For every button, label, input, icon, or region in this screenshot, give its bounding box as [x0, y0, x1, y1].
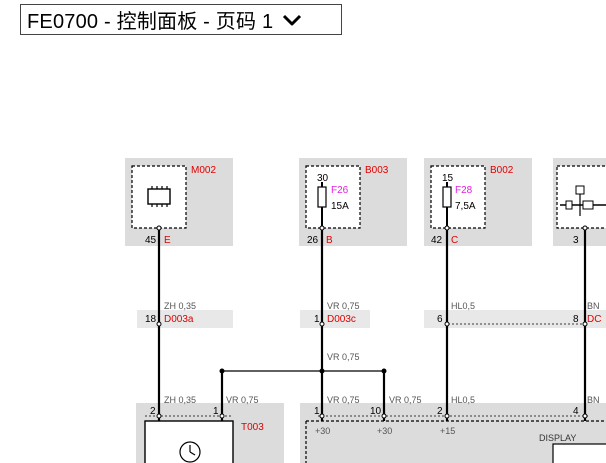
- pin-t003-a: 2: [150, 406, 156, 417]
- pin-terminals: [156, 225, 588, 419]
- pin-display-2: 2: [437, 406, 443, 417]
- connector-dc: DC: [587, 314, 601, 325]
- terminal-label-1: +30: [315, 426, 330, 436]
- page-title: FE0700 - 控制面板 - 页码 1: [27, 11, 274, 33]
- splice-points: [219, 368, 387, 374]
- relay-icon: [560, 185, 606, 216]
- wire-label-splice-mid: VR 0,75: [327, 352, 360, 362]
- connector-d003c: D003c: [327, 314, 356, 325]
- connector-strip-hl-dc: [424, 310, 606, 328]
- pin-b003: 26: [307, 235, 319, 246]
- fuse-name-b002: F28: [455, 185, 473, 196]
- component-id-b003: B003: [365, 165, 389, 176]
- wire-label-partial-upper: BN: [587, 301, 600, 311]
- terminal-label-3: +15: [440, 426, 455, 436]
- pin-dc: 8: [573, 314, 579, 325]
- chip-icon: [147, 186, 171, 207]
- wire-label-b002-upper: HL0,5: [451, 301, 475, 311]
- wire-label-t003-feed: VR 0,75: [226, 395, 259, 405]
- pin-d003a: 18: [145, 314, 157, 325]
- connector-strip-d003c: [300, 310, 370, 328]
- wire-label-m002-upper: ZH 0,35: [164, 301, 196, 311]
- fuse-rating-b003: 15A: [331, 201, 349, 212]
- fuse-icon: [317, 182, 327, 228]
- pin-partial: 3: [573, 235, 579, 246]
- connector-b002: C: [451, 235, 458, 246]
- wire-label-b003-upper: VR 0,75: [327, 301, 360, 311]
- wire-label-partial-lower: BN: [587, 395, 600, 405]
- pin-t003-b: 1: [213, 406, 219, 417]
- wire-label-b002-lower: HL0,5: [451, 395, 475, 405]
- display-box: [552, 443, 606, 463]
- fuse-icon: [442, 182, 452, 228]
- pin-m002: 45: [145, 235, 157, 246]
- fuse-name-b003: F26: [331, 185, 349, 196]
- clock-icon: [179, 441, 201, 463]
- fuse-number-b002: 15: [442, 173, 454, 184]
- component-id-b002: B002: [490, 165, 514, 176]
- connector-m002: E: [164, 235, 171, 246]
- connector-b003: B: [326, 235, 333, 246]
- pin-b002: 42: [431, 235, 443, 246]
- chevron-down-icon[interactable]: [281, 12, 303, 28]
- page-selector-dropdown[interactable]: FE0700 - 控制面板 - 页码 1: [20, 4, 342, 35]
- connector-d003a: D003a: [164, 314, 194, 325]
- pin-display-4: 4: [573, 406, 579, 417]
- component-id-t003: T003: [241, 422, 264, 433]
- display-label: DISPLAY: [539, 433, 576, 443]
- wire-label-display-feed-1: VR 0,75: [327, 395, 360, 405]
- pin-hl: 6: [437, 314, 443, 325]
- component-id-m002: M002: [191, 165, 216, 176]
- wire-label-display-feed-2: VR 0,75: [389, 395, 422, 405]
- fuse-rating-b002: 7,5A: [455, 201, 476, 212]
- wire-label-m002-lower: ZH 0,35: [164, 395, 196, 405]
- pin-display-10: 10: [370, 406, 382, 417]
- pin-d003c: 1: [314, 314, 320, 325]
- terminal-label-2: +30: [377, 426, 392, 436]
- fuse-number-b003: 30: [317, 173, 329, 184]
- pin-display-1: 1: [314, 406, 320, 417]
